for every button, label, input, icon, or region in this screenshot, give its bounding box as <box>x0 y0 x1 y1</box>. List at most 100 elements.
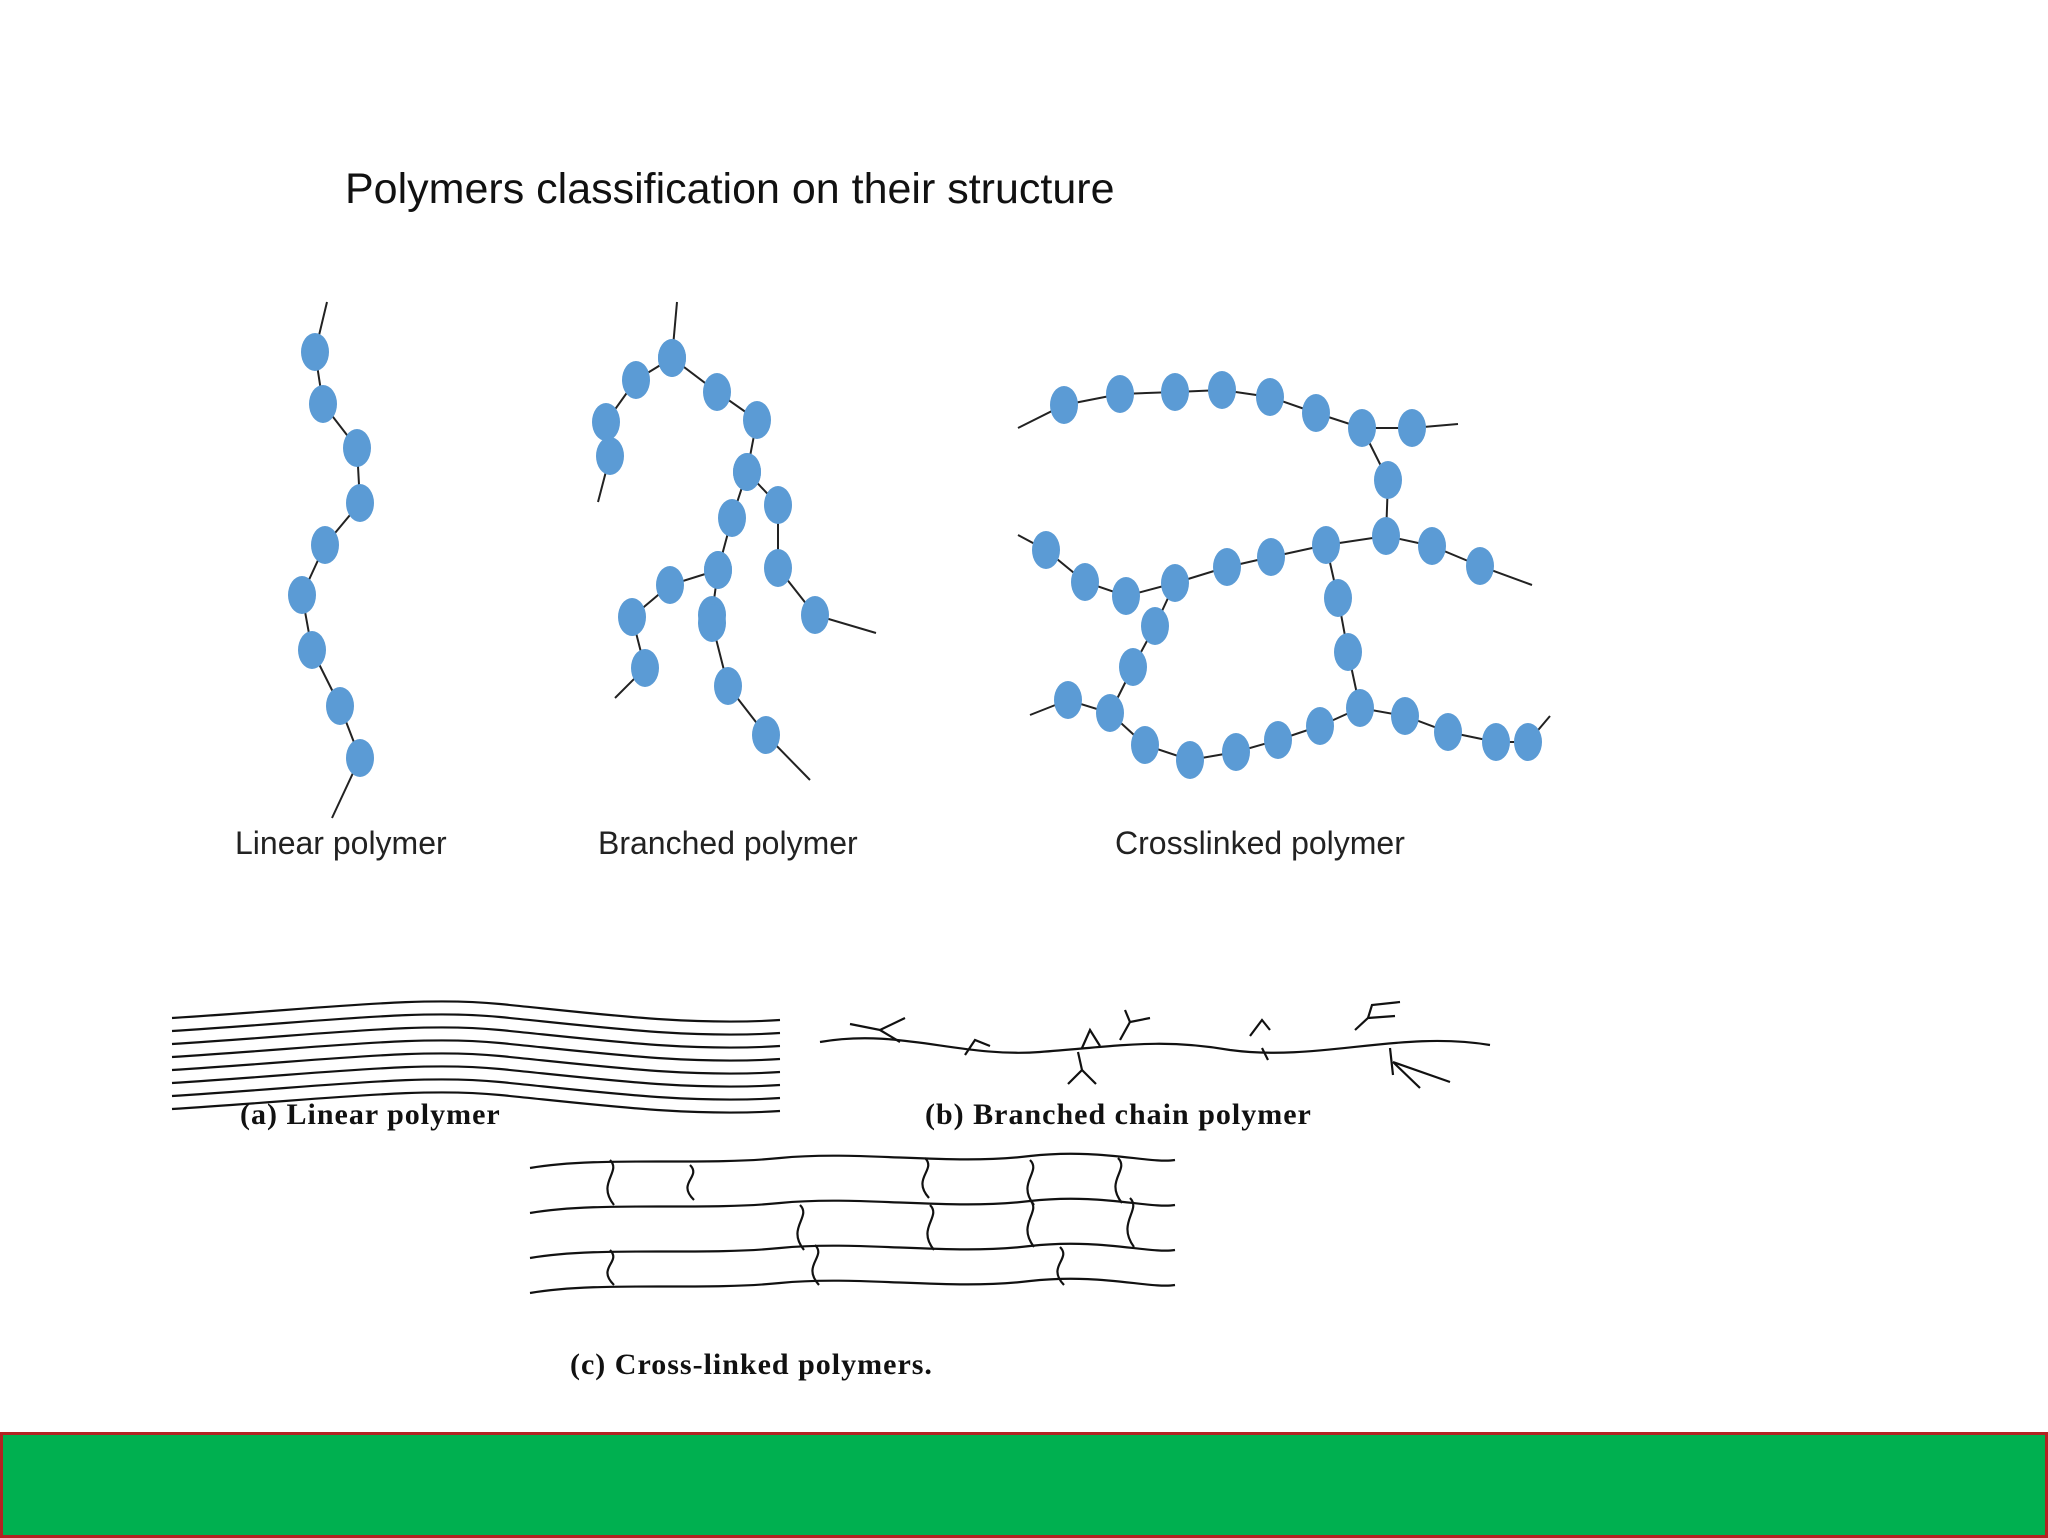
monomer-bead <box>1112 577 1140 615</box>
monomer-bead <box>1176 741 1204 779</box>
monomer-bead <box>703 373 731 411</box>
linear-strand <box>171 1026 781 1049</box>
monomer-bead <box>1391 697 1419 735</box>
monomer-bead <box>1050 386 1078 424</box>
monomer-bead <box>592 403 620 441</box>
monomer-bead <box>1208 371 1236 409</box>
footer-bar <box>0 1432 2048 1538</box>
linear-strand <box>171 1052 781 1075</box>
crosslink-2 <box>1109 582 1176 714</box>
branch-stub <box>879 1029 901 1043</box>
monomer-bead <box>1434 713 1462 751</box>
monomer-bead <box>1306 707 1334 745</box>
crosslink-3 <box>1325 544 1361 709</box>
monomer-bead <box>658 339 686 377</box>
monomer-bead <box>346 739 374 777</box>
branch-stub <box>1081 1069 1097 1085</box>
crosslinked-top-chain <box>1017 388 1459 429</box>
branch-stub <box>1123 1009 1132 1023</box>
crosslinked-strand <box>529 1152 1176 1170</box>
crosslinked-strand <box>529 1197 1176 1215</box>
crosslink-bar <box>1026 1159 1035 1206</box>
monomer-bead <box>1032 531 1060 569</box>
monomer-bead <box>1071 563 1099 601</box>
monomer-bead <box>631 649 659 687</box>
label-c-cross-linked-polymers: (c) Cross-linked polymers. <box>570 1348 933 1381</box>
monomer-bead <box>733 453 761 491</box>
branch-stub <box>849 1017 906 1032</box>
monomer-bead <box>656 566 684 604</box>
monomer-bead <box>346 484 374 522</box>
monomer-bead <box>1324 579 1352 617</box>
monomer-bead <box>1257 538 1285 576</box>
branch-stub <box>1354 1014 1396 1031</box>
branch-stub <box>1119 1016 1151 1041</box>
crosslinked-strand <box>529 1242 1176 1260</box>
monomer-bead <box>764 486 792 524</box>
monomer-bead <box>311 526 339 564</box>
crosslink-bar <box>926 1204 935 1251</box>
monomer-bead <box>1054 681 1082 719</box>
monomer-bead <box>1141 607 1169 645</box>
crosslink-bar <box>1056 1246 1065 1286</box>
monomer-bead <box>622 361 650 399</box>
label-branched-polymer: Branched polymer <box>598 825 858 861</box>
monomer-bead <box>704 551 732 589</box>
monomer-bead <box>1131 726 1159 764</box>
monomer-bead <box>309 385 337 423</box>
crosslink-bar <box>811 1244 820 1286</box>
monomer-bead <box>326 687 354 725</box>
monomer-bead <box>343 429 371 467</box>
branch-stub <box>1261 1047 1269 1061</box>
crosslink-bar <box>1114 1157 1123 1204</box>
monomer-bead <box>1346 689 1374 727</box>
linear-strand <box>171 1091 781 1114</box>
linear-strand <box>171 1078 781 1101</box>
monomer-bead <box>1302 394 1330 432</box>
branch-stub <box>1249 1018 1271 1037</box>
label-linear-polymer: Linear polymer <box>235 825 447 861</box>
monomer-bead <box>718 499 746 537</box>
crosslink-bar <box>686 1164 695 1201</box>
monomer-bead <box>1106 375 1134 413</box>
branch-stub <box>1388 1047 1395 1076</box>
branch-stub <box>964 1038 991 1056</box>
monomer-bead <box>1348 409 1376 447</box>
crosslink-bar <box>1126 1197 1135 1248</box>
monomer-bead <box>1418 527 1446 565</box>
monomer-bead <box>1222 733 1250 771</box>
monomer-bead <box>596 437 624 475</box>
monomer-bead <box>1312 526 1340 564</box>
label-crosslinked-polymer: Crosslinked polymer <box>1115 825 1405 861</box>
monomer-bead <box>1398 409 1426 447</box>
linear-strand <box>171 1013 781 1036</box>
crosslink-bar <box>606 1159 615 1206</box>
monomer-bead <box>1482 723 1510 761</box>
monomer-bead <box>301 333 329 371</box>
branch-stub <box>1080 1027 1101 1049</box>
monomer-bead <box>298 631 326 669</box>
monomer-bead <box>1256 378 1284 416</box>
crosslink-bar <box>606 1249 615 1286</box>
monomer-bead <box>1514 723 1542 761</box>
monomer-bead <box>1213 548 1241 586</box>
monomer-bead <box>1374 461 1402 499</box>
monomer-bead <box>801 596 829 634</box>
monomer-bead <box>1161 564 1189 602</box>
crosslinked-strand <box>529 1277 1176 1295</box>
crosslink-bar <box>796 1204 805 1251</box>
monomer-bead <box>1096 694 1124 732</box>
monomer-bead <box>618 598 646 636</box>
branched-backbone <box>819 1037 1491 1054</box>
monomer-bead <box>752 716 780 754</box>
branch-stub <box>1366 1000 1401 1019</box>
linear-strand <box>171 1000 781 1023</box>
monomer-bead <box>288 576 316 614</box>
monomer-bead <box>1119 648 1147 686</box>
polymer-structure-diagram <box>171 301 1551 1295</box>
linear-strand <box>171 1039 781 1062</box>
branch-stub <box>1067 1051 1084 1085</box>
crosslink-bar <box>1026 1199 1035 1248</box>
slide-title: Polymers classification on their structu… <box>345 165 1115 213</box>
label-b-branched-chain-polymer: (b) Branched chain polymer <box>925 1098 1312 1131</box>
